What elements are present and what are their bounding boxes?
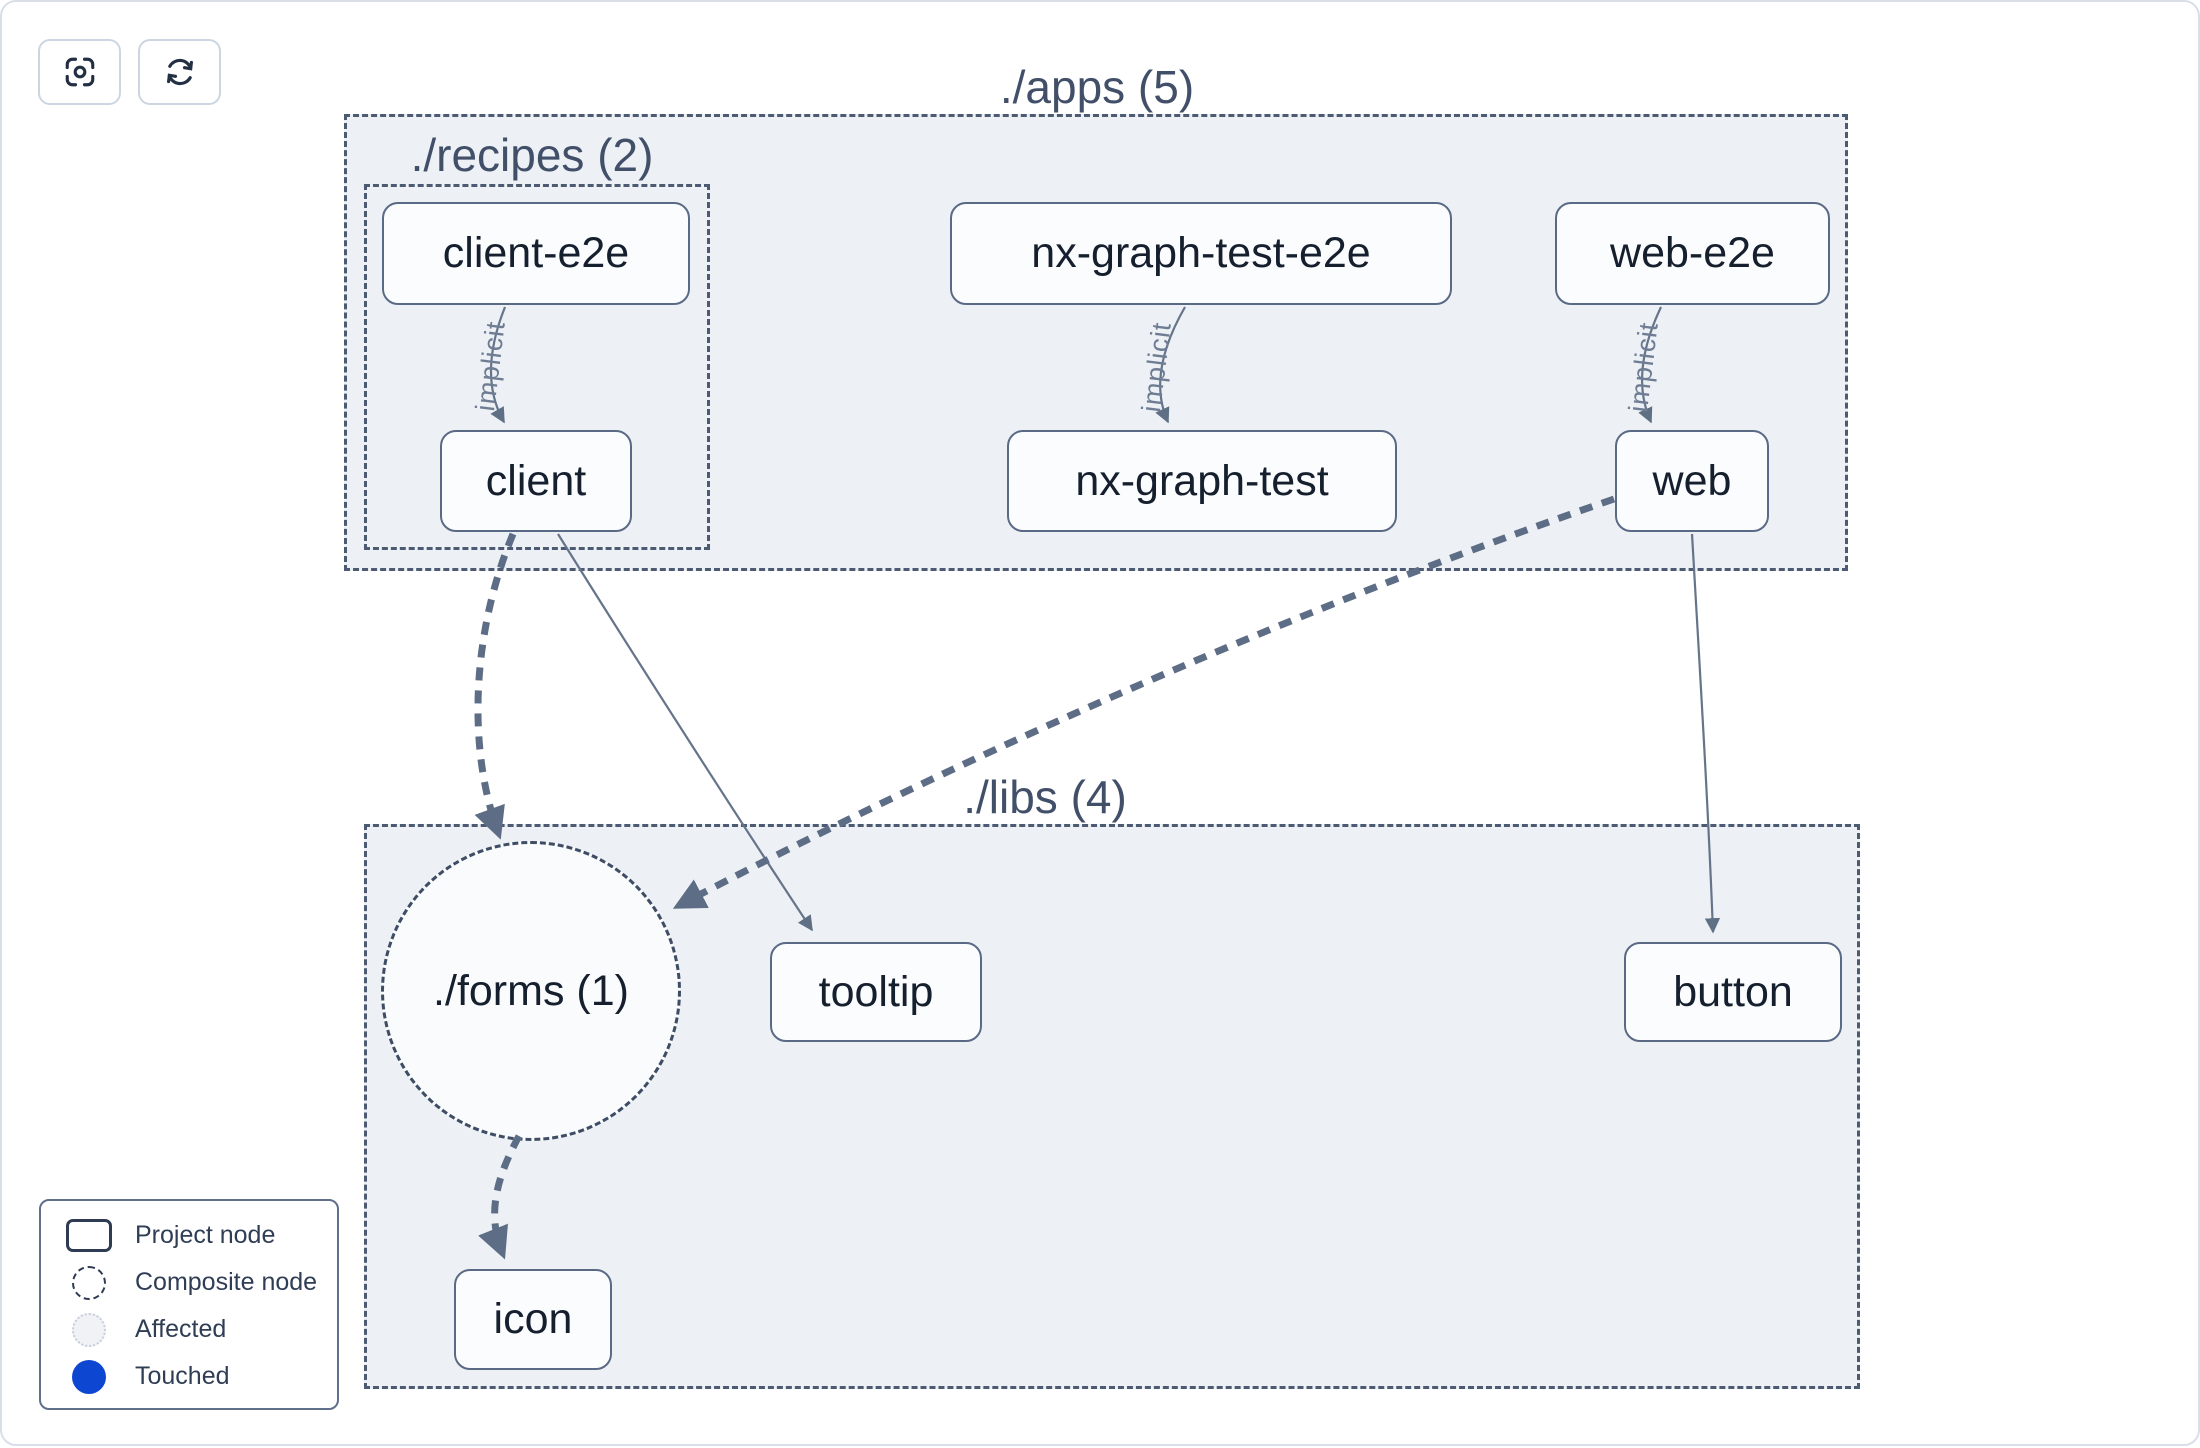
legend-label: Project node [135, 1221, 276, 1249]
edge-web-e2e-to-web[interactable] [1638, 306, 1662, 424]
refresh-button[interactable] [138, 39, 221, 105]
project-node-web[interactable]: web [1615, 430, 1769, 532]
project-node-nx-graph-test[interactable]: nx-graph-test [1007, 430, 1397, 532]
composite-node-forms[interactable]: ./forms (1) [381, 841, 681, 1141]
focus-button[interactable] [38, 39, 121, 105]
container-apps-label: ./apps (5) [999, 61, 1195, 113]
touched-swatch-icon [65, 1359, 113, 1394]
legend-label: Composite node [135, 1268, 318, 1296]
container-libs-label: ./libs (4) [963, 771, 1127, 823]
focus-icon [62, 54, 98, 90]
project-node-button[interactable]: button [1624, 942, 1842, 1042]
legend: Project node Composite node Affected Tou… [39, 1199, 339, 1410]
refresh-icon [162, 54, 198, 90]
edge-web-to-forms[interactable] [672, 495, 1616, 909]
legend-item-project-node: Project node [65, 1212, 337, 1259]
affected-swatch-icon [65, 1312, 113, 1347]
project-node-icon[interactable]: icon [454, 1269, 612, 1370]
project-node-swatch-icon [65, 1219, 113, 1252]
edge-client-to-forms[interactable] [474, 532, 517, 840]
edge-client-e2e-to-client[interactable] [489, 306, 507, 424]
project-node-web-e2e[interactable]: web-e2e [1555, 202, 1830, 305]
composite-node-swatch-icon [65, 1265, 113, 1300]
container-recipes-label: ./recipes (2) [410, 129, 654, 181]
project-node-nx-graph-test-e2e[interactable]: nx-graph-test-e2e [950, 202, 1452, 305]
edge-client-to-tooltip[interactable] [557, 533, 813, 932]
legend-item-composite-node: Composite node [65, 1259, 337, 1306]
project-node-client[interactable]: client [440, 430, 632, 532]
edge-nx-graph-test-e2e-to-nx-graph-test[interactable] [1155, 306, 1186, 424]
project-node-client-e2e[interactable]: client-e2e [382, 202, 690, 305]
project-node-tooltip[interactable]: tooltip [770, 942, 982, 1042]
edge-web-to-button[interactable] [1690, 533, 1721, 934]
legend-item-touched: Touched [65, 1353, 337, 1400]
legend-item-affected: Affected [65, 1306, 337, 1353]
legend-label: Touched [135, 1362, 230, 1390]
legend-label: Affected [135, 1315, 227, 1343]
